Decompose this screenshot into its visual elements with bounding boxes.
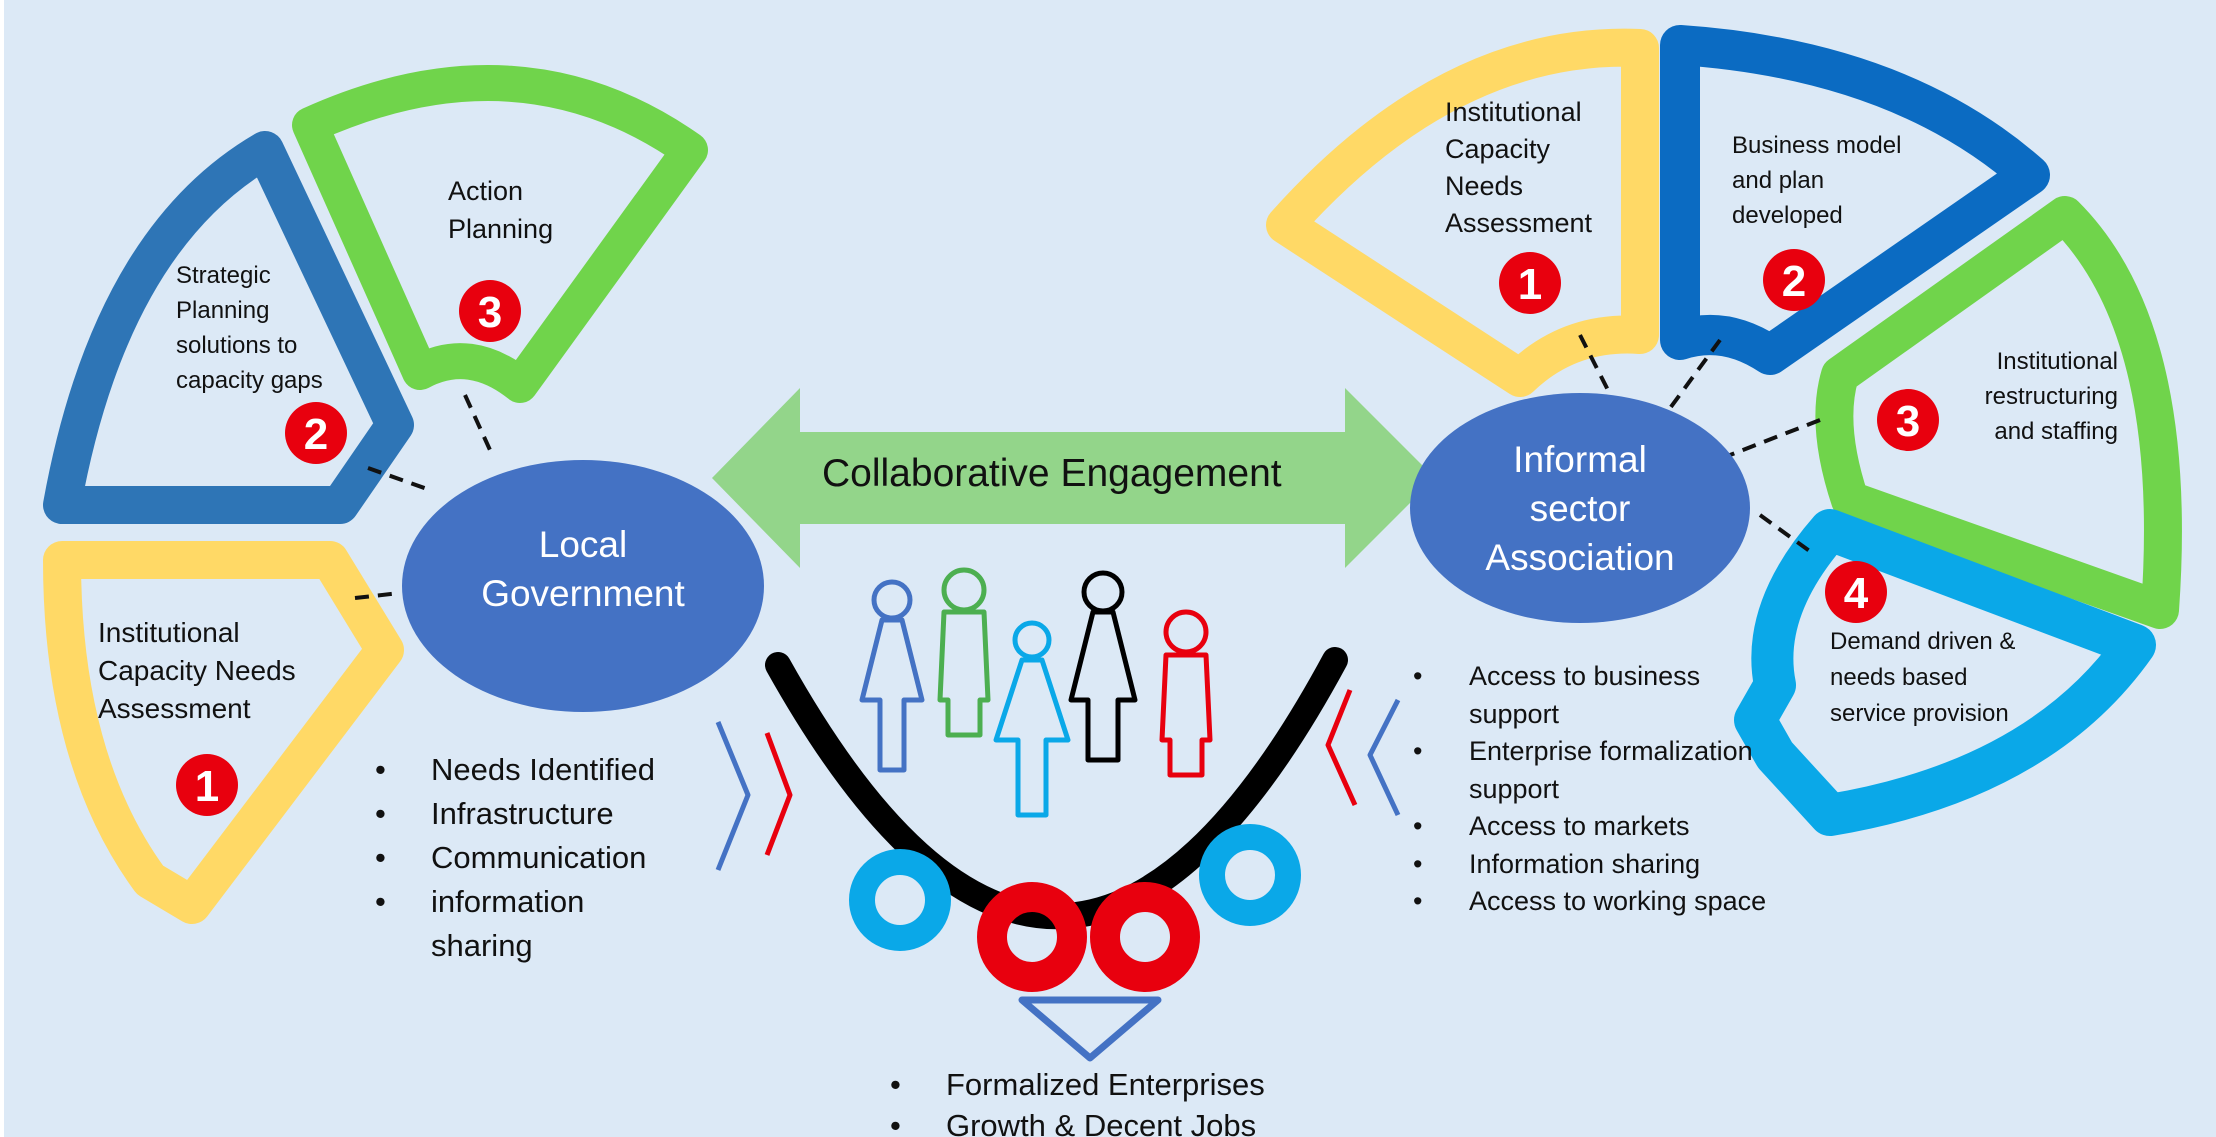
ring-cyan-right — [1199, 824, 1301, 926]
person-red-icon — [1159, 609, 1213, 778]
list-item: Needs Identified — [375, 748, 705, 792]
chevron-left-blue-icon — [1367, 698, 1401, 817]
inf-badge-4 — [1825, 561, 1887, 623]
inf-segment-3-shape — [1815, 196, 2182, 629]
informal-needs-list: Access to business support Enterprise fo… — [1413, 658, 1793, 921]
inf-badge-2 — [1763, 249, 1825, 311]
list-item: Access to markets — [1413, 808, 1793, 846]
list-item: Communication — [375, 836, 705, 880]
lg-badge-2 — [285, 402, 347, 464]
person-cyan-icon — [993, 620, 1071, 818]
inf-segment-2-label: Business model and plan developed — [1732, 132, 1902, 229]
inf-badge-3-number: 3 — [1896, 397, 1920, 446]
local-government-ellipse — [402, 460, 764, 712]
number-badges — [176, 249, 1939, 816]
people-figures — [859, 567, 1213, 818]
list-item: Growth & Decent Jobs — [890, 1105, 1310, 1137]
informal-association-label: Informal sector Association — [1485, 439, 1675, 578]
local-government-label: Local Government — [481, 524, 685, 614]
lg-badge-3 — [459, 280, 521, 342]
lg-segment-1-shape — [43, 541, 404, 924]
lg-segment-2-label: Strategic Planning solutions to capacity… — [176, 262, 323, 394]
down-triangle-icon — [1018, 996, 1162, 1062]
list-item: Enterprise formalization support — [1413, 733, 1799, 808]
inf-segment-1-shape — [1266, 28, 1659, 397]
person-blue-icon — [859, 579, 925, 773]
list-item: information sharing — [375, 880, 611, 968]
inf-badge-4-number: 4 — [1844, 569, 1869, 618]
outcomes-list: Formalized Enterprises Growth & Decent J… — [890, 1064, 1310, 1137]
lg-badge-1 — [176, 754, 238, 816]
lg-segment-3-label: Action Planning — [448, 176, 554, 244]
connectors — [354, 334, 1821, 600]
list-item: Access to business support — [1413, 658, 1719, 733]
informal-association-ellipse — [1410, 393, 1750, 623]
chevron-left-red-icon — [1325, 689, 1358, 807]
ring-red-left — [977, 882, 1087, 992]
inf-badge-2-number: 2 — [1782, 257, 1806, 306]
chevron-right-blue-icon — [715, 721, 751, 871]
lg-badge-3-number: 3 — [478, 288, 502, 337]
inf-badge-1-number: 1 — [1518, 260, 1542, 309]
engagement-arrow — [712, 388, 1435, 568]
person-black-icon — [1068, 570, 1138, 763]
lg-badge-2-number: 2 — [304, 410, 328, 459]
inf-segment-3-label: Institutional restructuring and staffing — [1984, 348, 2118, 445]
lg-segment-2-shape — [43, 131, 414, 524]
inf-segment-4-label: Demand driven & needs based service prov… — [1830, 628, 2016, 727]
banner-label: Collaborative Engagement — [822, 452, 1282, 495]
list-item: Formalized Enterprises — [890, 1064, 1310, 1105]
lg-segment-3-shape — [292, 65, 708, 403]
inf-segment-4-shape — [1734, 509, 2156, 836]
list-item: Information sharing — [1413, 846, 1793, 884]
lg-badge-1-number: 1 — [195, 762, 219, 811]
ring-red-right — [1090, 882, 1200, 992]
government-needs-list: Needs Identified Infrastructure Communic… — [375, 748, 705, 968]
chevron-right-red-icon — [764, 732, 793, 856]
lg-segment-1-label: Institutional Capacity Needs Assessment — [98, 617, 296, 724]
inf-badge-3 — [1877, 389, 1939, 451]
list-item: Infrastructure — [375, 792, 705, 836]
inf-segment-1-label: Institutional Capacity Needs Assessment — [1445, 97, 1593, 238]
ring-cyan-left — [849, 849, 951, 951]
inf-segment-2-shape — [1660, 25, 2050, 375]
person-green-icon — [937, 567, 991, 738]
list-item: Access to working space — [1413, 883, 1793, 921]
inf-badge-1 — [1499, 252, 1561, 314]
